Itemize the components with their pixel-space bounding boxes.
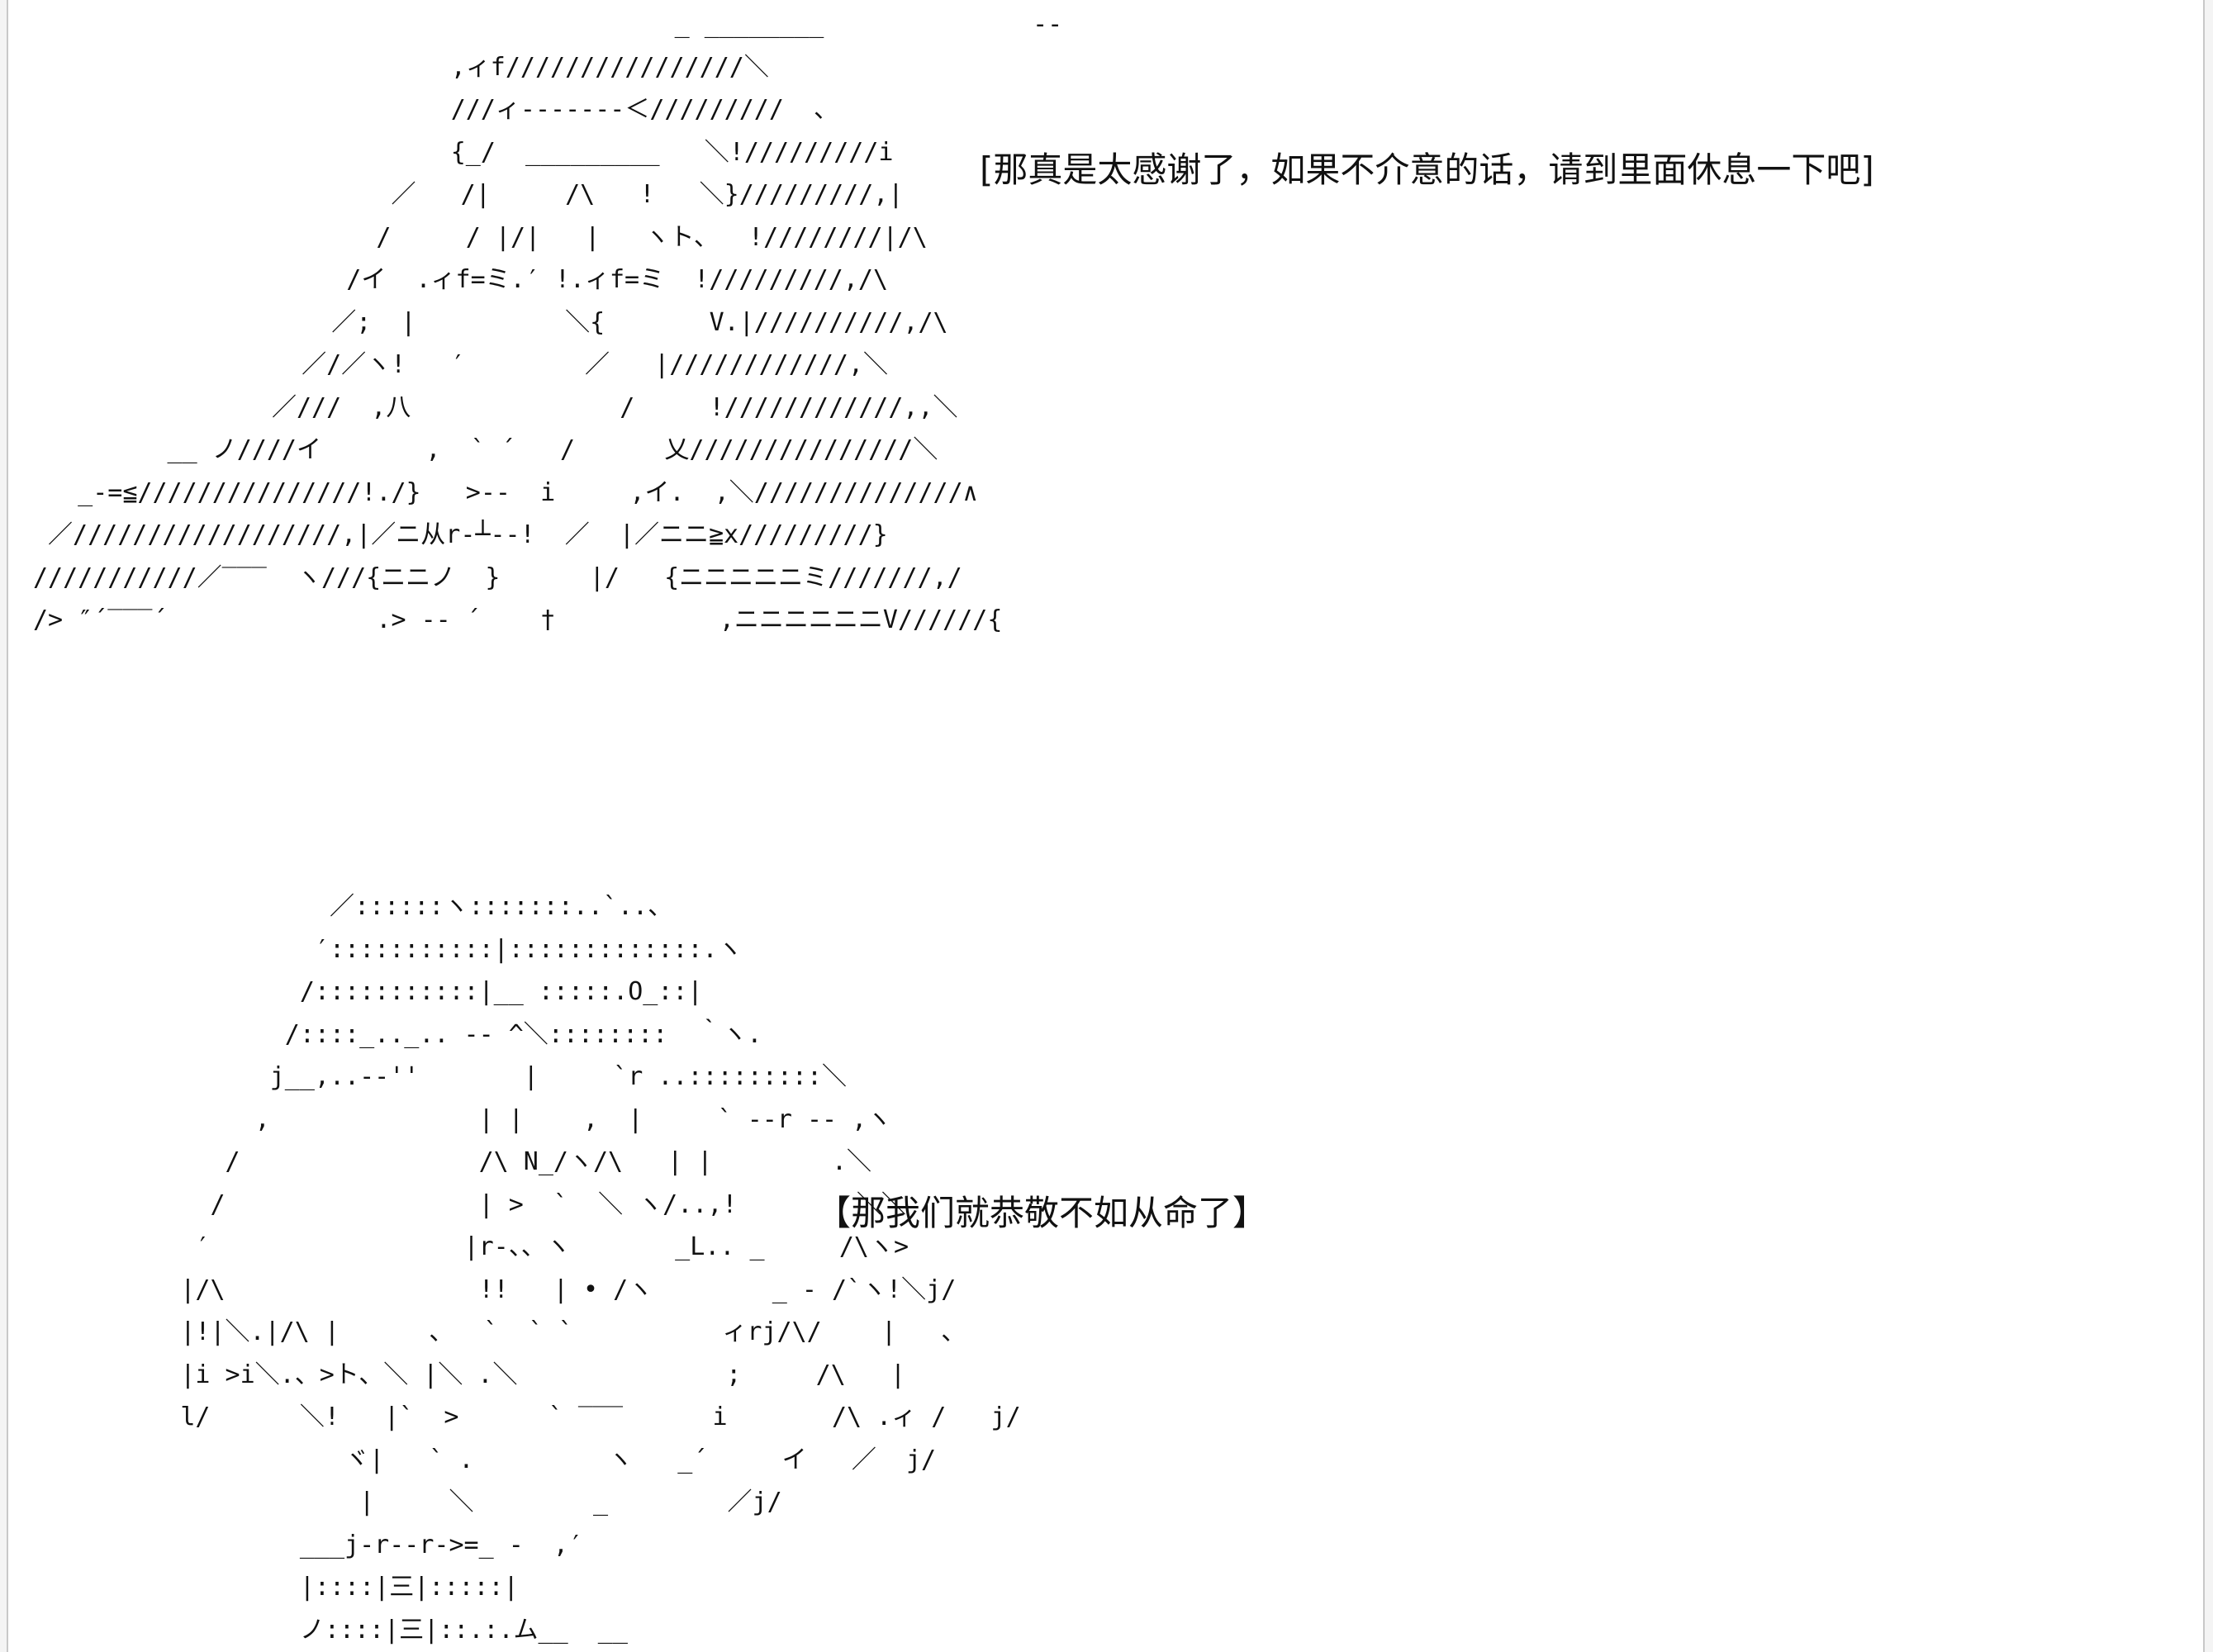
right-window-border: [2203, 0, 2213, 1652]
scene1-dialogue: [那真是太感谢了，如果不介意的话，请到里面休息一下吧]: [980, 150, 1874, 190]
scene2-dialogue: 【那我们就恭敬不如从命了】: [816, 1193, 1268, 1233]
left-window-border: [0, 0, 8, 1652]
scene2-ascii-art: ／::::::ヽ:::::::..`..、 ′:::::::::::|:::::…: [180, 892, 1021, 1645]
scene1-ascii-art: _ ________ -- ,ィf////////////////＼ ///ィ-…: [33, 10, 1063, 634]
